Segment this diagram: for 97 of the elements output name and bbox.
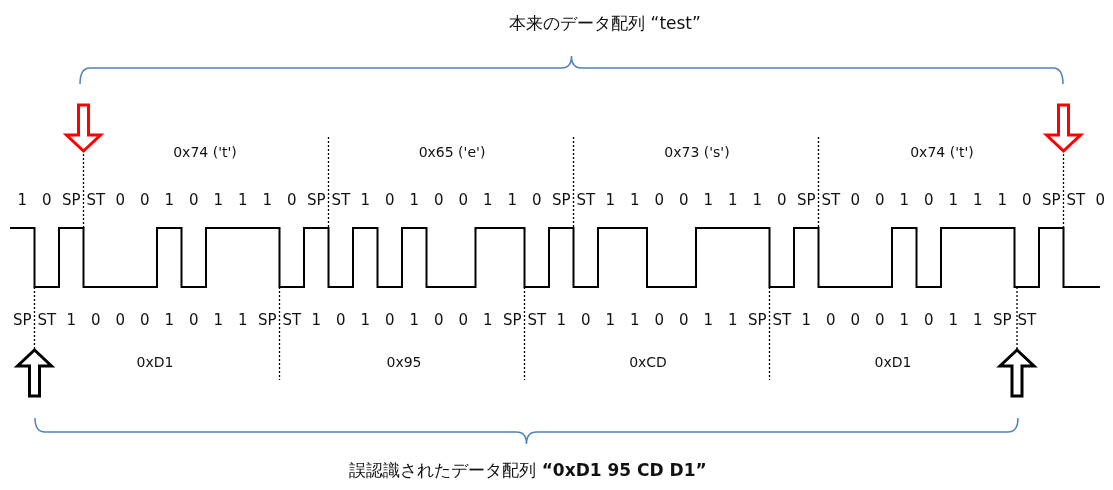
bit-label: 1 [630, 191, 640, 209]
bit-label: 0 [434, 311, 444, 329]
bit-label: ST [772, 311, 792, 329]
caption: 誤認識されたデータ配列 “0xD1 95 CD D1” [349, 460, 707, 480]
bit-label: ST [1066, 191, 1086, 209]
bit-label: ST [86, 191, 106, 209]
bit-label: 1 [728, 311, 738, 329]
bit-label: 0 [777, 191, 787, 209]
byte-label: 0xCD [629, 355, 667, 371]
bit-label: 1 [360, 191, 370, 209]
byte-label: 0x73 ('s') [664, 145, 730, 161]
bit-label: 1 [213, 191, 223, 209]
bit-label: SP [257, 311, 277, 329]
bit-label: 0 [679, 311, 689, 329]
bit-label: 1 [899, 311, 909, 329]
bit-label: 0 [189, 311, 199, 329]
heading: 本来のデータ配列 “test” [509, 13, 701, 33]
bit-label: 0 [91, 311, 101, 329]
bit-label: ST [282, 311, 302, 329]
bit-label: 0 [140, 191, 150, 209]
byte-label: 0x74 ('t') [910, 145, 974, 161]
bit-label: 1 [164, 311, 174, 329]
bit-label: 0 [115, 191, 125, 209]
bit-label: 0 [654, 311, 664, 329]
bit-label: SP [796, 191, 816, 209]
bit-label: ST [576, 191, 596, 209]
bit-label: 0 [458, 311, 468, 329]
bit-label: 0 [850, 191, 860, 209]
bit-label: 1 [164, 191, 174, 209]
bit-label: 1 [238, 191, 248, 209]
bit-label: SP [12, 311, 32, 329]
bit-label: 1 [311, 311, 321, 329]
bit-label: 1 [507, 191, 517, 209]
bit-label: 1 [483, 191, 493, 209]
bit-label: 0 [385, 191, 395, 209]
bit-label: 1 [66, 311, 76, 329]
bit-label: 1 [801, 311, 811, 329]
bit-label: SP [306, 191, 326, 209]
byte-label: 0x74 ('t') [173, 145, 237, 161]
bit-label: 1 [605, 311, 615, 329]
bit-label: SP [551, 191, 571, 209]
bit-label: 0 [189, 191, 199, 209]
byte-label: 0x65 ('e') [418, 145, 486, 161]
bit-label: SP [992, 311, 1012, 329]
bit-label: 0 [42, 191, 52, 209]
bit-label: 0 [287, 191, 297, 209]
byte-label: 0x95 [386, 355, 422, 371]
bit-label: SP [502, 311, 522, 329]
bit-label: 0 [336, 311, 346, 329]
bit-label: 0 [826, 311, 836, 329]
bit-label: 1 [703, 191, 713, 209]
byte-label: 0xD1 [136, 355, 174, 371]
bit-label: 1 [973, 191, 983, 209]
bit-label: 0 [434, 191, 444, 209]
bit-label: 0 [581, 311, 591, 329]
bit-label: 0 [140, 311, 150, 329]
bit-label: 1 [899, 191, 909, 209]
bit-label: 1 [630, 311, 640, 329]
bit-label: SP [747, 311, 767, 329]
byte-label: 0xD1 [874, 355, 912, 371]
bit-label: 1 [948, 311, 958, 329]
bit-label: 1 [973, 311, 983, 329]
bit-label: 1 [605, 191, 615, 209]
bit-label: 1 [409, 191, 419, 209]
bit-label: 1 [948, 191, 958, 209]
bit-label: 1 [262, 191, 272, 209]
bit-label: 0 [654, 191, 664, 209]
bit-label: 1 [213, 311, 223, 329]
bit-label: 0 [1095, 191, 1105, 209]
bit-label: 0 [924, 311, 934, 329]
bit-label: 0 [924, 191, 934, 209]
bit-label: ST [1017, 311, 1037, 329]
bit-label: 0 [115, 311, 125, 329]
bit-label: SP [61, 191, 81, 209]
bit-label: 1 [728, 191, 738, 209]
bit-label: 0 [875, 311, 885, 329]
bit-label: 1 [752, 191, 762, 209]
bit-label: ST [331, 191, 351, 209]
bit-label: 1 [703, 311, 713, 329]
bit-label: 1 [556, 311, 566, 329]
bit-label: 0 [875, 191, 885, 209]
bit-label: SP [1041, 191, 1061, 209]
bit-label: 0 [679, 191, 689, 209]
bit-label: 0 [532, 191, 542, 209]
bit-label: 1 [238, 311, 248, 329]
bit-label: 0 [1022, 191, 1032, 209]
bit-label: ST [37, 311, 57, 329]
bit-label: 1 [360, 311, 370, 329]
bit-label: 0 [458, 191, 468, 209]
bit-label: 1 [409, 311, 419, 329]
bit-label: ST [821, 191, 841, 209]
bit-label: ST [527, 311, 547, 329]
bit-label: 0 [850, 311, 860, 329]
bit-label: 0 [385, 311, 395, 329]
bit-label: 1 [483, 311, 493, 329]
bit-label: 1 [997, 191, 1007, 209]
bit-label: 1 [17, 191, 27, 209]
